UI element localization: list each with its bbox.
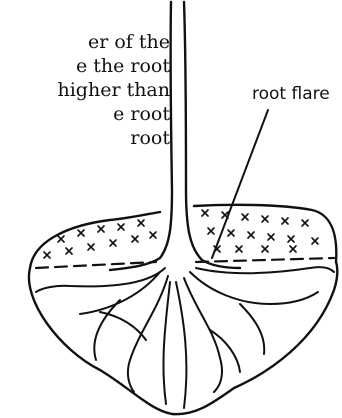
soil-mound-left <box>30 212 160 268</box>
soil-mound-right <box>194 205 336 262</box>
root-flare-pointer <box>212 110 268 258</box>
root-ball-outline <box>29 262 337 414</box>
trunk-right-edge <box>184 2 240 268</box>
soil-x-marks <box>44 210 318 258</box>
planting-depth-line <box>36 258 334 268</box>
roots <box>36 267 334 408</box>
